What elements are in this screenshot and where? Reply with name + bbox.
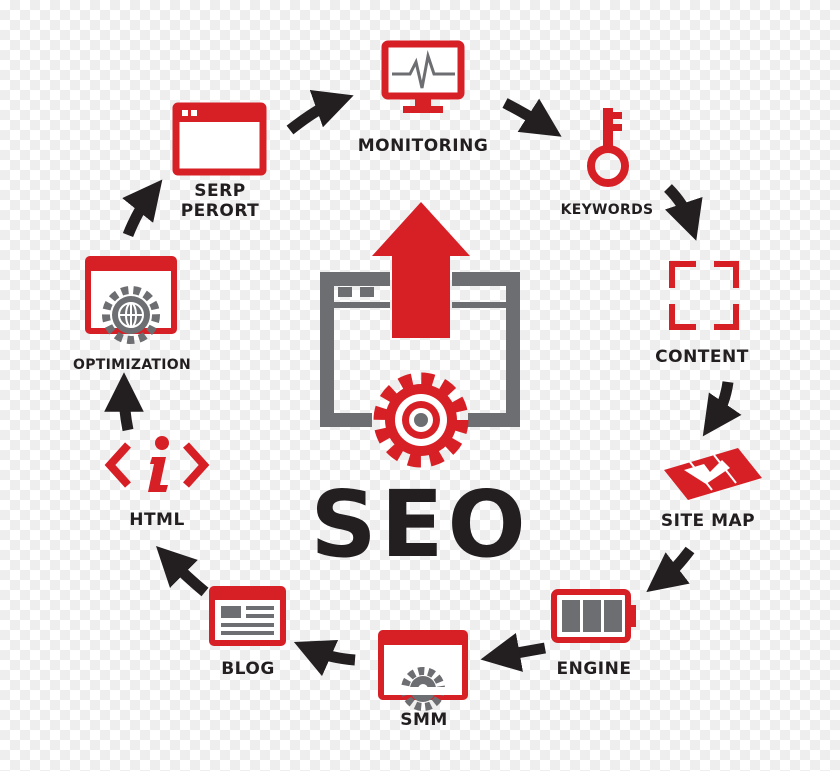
label-engine: ENGINE (556, 659, 632, 679)
seo-central-icon (320, 202, 520, 468)
browser-window-gray (320, 272, 520, 427)
frame-corners-icon (669, 261, 739, 330)
label-html: HTML (129, 510, 185, 530)
label-monitoring: MONITORING (357, 136, 489, 156)
cycle-arrows (104, 89, 742, 677)
label-blog: BLOG (221, 659, 275, 679)
browser-globe-gear-icon (85, 256, 177, 344)
arrow-serp-to-monitoring (286, 89, 354, 135)
browser-window-icon (172, 102, 267, 176)
arrow-optimization-to-serp (122, 179, 163, 238)
key-icon (587, 108, 629, 187)
label-smm: SMM (400, 710, 448, 730)
browser-gear-icon (378, 630, 468, 711)
map-icon (664, 448, 762, 500)
arrow-smm-to-blog (293, 639, 356, 677)
info-code-icon (104, 436, 210, 492)
label-content: CONTENT (655, 347, 749, 367)
browser-article-icon (209, 586, 286, 646)
arrow-html-to-optimization (104, 372, 144, 432)
arrow-keywords-to-content (664, 184, 703, 241)
arrow-monitoring-to-keywords (502, 98, 562, 137)
up-arrow-icon (372, 202, 470, 338)
label-keywords: KEYWORDS (560, 202, 654, 218)
label-optimization: OPTIMIZATION (73, 357, 191, 373)
arrow-content-to-sitemap (702, 381, 742, 437)
label-serp-perort: SERP PERORT (180, 181, 260, 221)
arrow-engine-to-smm (480, 632, 546, 672)
battery-icon (551, 589, 636, 643)
arrow-sitemap-to-engine (646, 546, 695, 593)
gear-target-icon (373, 372, 469, 468)
arrow-blog-to-html (155, 545, 209, 597)
label-site-map: SITE MAP (660, 511, 756, 531)
seo-title: SEO (310, 471, 530, 578)
monitor-heartbeat-icon (381, 40, 465, 113)
